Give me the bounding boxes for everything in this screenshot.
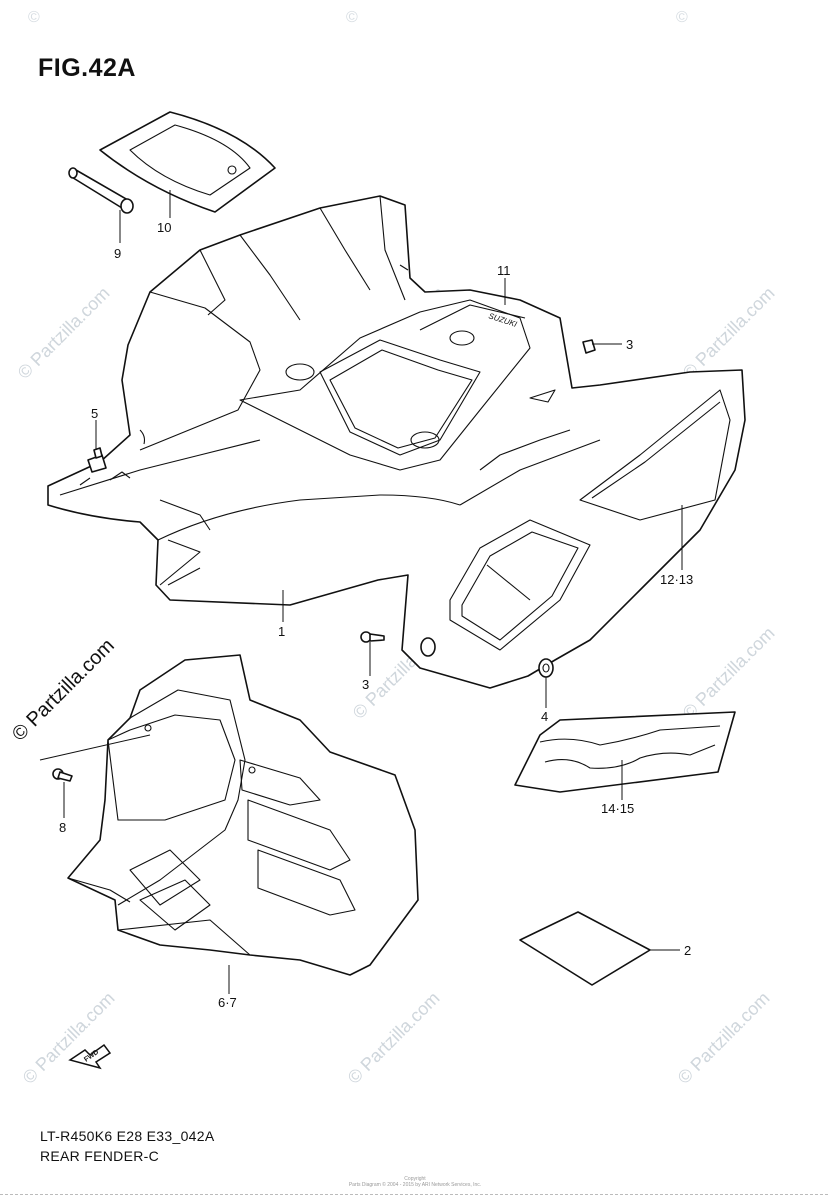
copyright-line: Parts Diagram © 2004 - 2015 by ARI Netwo… xyxy=(348,1182,482,1188)
part-8-bolt xyxy=(52,768,73,782)
figure-title: FIG.42A xyxy=(38,54,136,82)
part-14-15-decal xyxy=(514,711,736,793)
watermark: © Partzilla.com xyxy=(19,988,119,1088)
part-9-rod xyxy=(68,167,134,214)
callout-10: 10 xyxy=(157,220,171,235)
part-6-7-guard xyxy=(67,654,419,976)
part-6-clip xyxy=(582,339,596,354)
callouts: 1 2 3 3 4 5 6·7 8 9 10 11 12·13 14·15 xyxy=(59,220,693,1010)
watermark: © xyxy=(28,9,40,26)
callout-4: 4 xyxy=(541,709,548,724)
watermark: © xyxy=(676,9,688,26)
watermark: © Partzilla.com xyxy=(14,283,114,383)
callout-12-13: 12·13 xyxy=(660,572,693,587)
part-2-decal xyxy=(519,911,651,986)
callout-3: 3 xyxy=(626,337,633,352)
callout-5: 5 xyxy=(91,406,98,421)
page-edge-divider xyxy=(0,1194,828,1195)
copyright-line: Copyright xyxy=(404,1176,426,1182)
leader-lines xyxy=(39,190,683,994)
watermark: © xyxy=(346,9,358,26)
copyright-notice: Copyright Parts Diagram © 2004 - 2015 by… xyxy=(340,1176,490,1188)
callout-11: 11 xyxy=(497,263,511,278)
callout-9: 9 xyxy=(114,246,121,261)
part-3-bolt xyxy=(360,631,436,657)
callout-6-7: 6·7 xyxy=(218,995,237,1010)
watermark: © Partzilla.com xyxy=(344,988,444,1088)
model-code: LT-R450K6 E28 E33_042A xyxy=(40,1128,215,1144)
part-1-rear-fender: SUZUKI xyxy=(47,195,746,689)
watermark: © Partzilla.com xyxy=(674,988,774,1088)
fwd-arrow-icon: FWD xyxy=(68,1043,112,1070)
callout-2: 2 xyxy=(684,943,691,958)
section-name: REAR FENDER-C xyxy=(40,1148,160,1164)
part-10-pad xyxy=(99,111,276,213)
part-5-clip xyxy=(87,447,107,473)
callout-1: 1 xyxy=(278,624,285,639)
callout-8: 8 xyxy=(59,820,66,835)
part-4-nut xyxy=(538,658,554,678)
callout-14-15: 14·15 xyxy=(601,801,634,816)
callout-3: 3 xyxy=(362,677,369,692)
watermark-main: © Partzilla.com xyxy=(8,635,119,746)
watermark: © Partzilla.com xyxy=(679,623,779,723)
watermark: © Partzilla.com xyxy=(679,283,779,383)
